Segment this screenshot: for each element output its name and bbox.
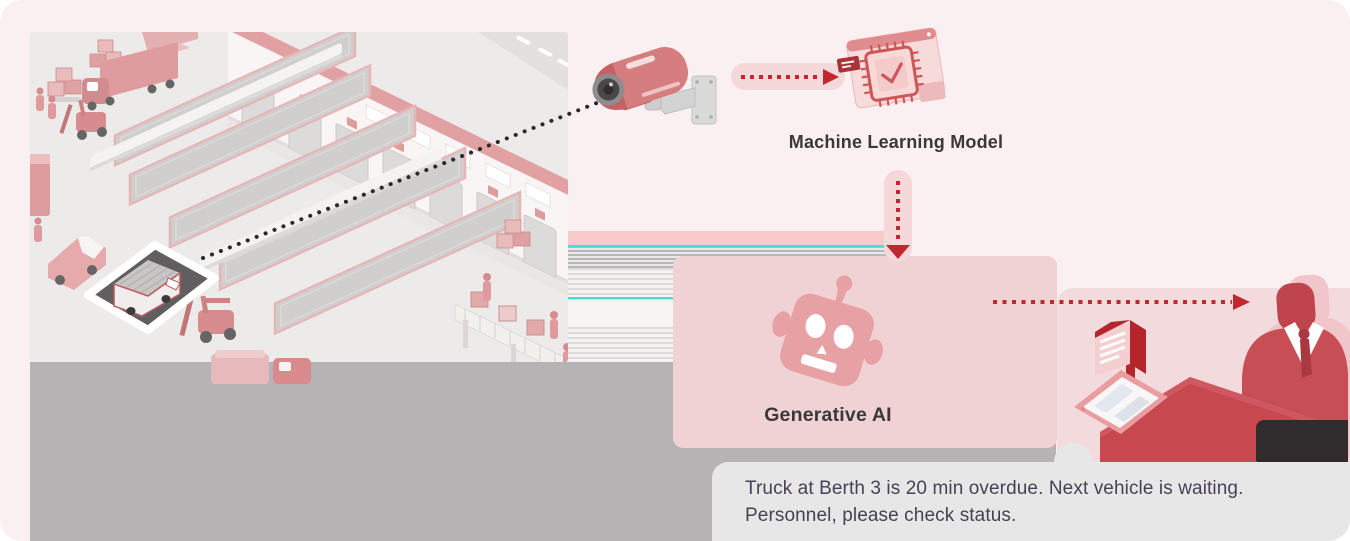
robot-eye-left bbox=[805, 314, 826, 339]
robot-ear-left bbox=[772, 311, 792, 337]
alert-message-line1: Truck at Berth 3 is 20 min overdue. Next… bbox=[745, 478, 1244, 499]
desk-dark-panel bbox=[1256, 420, 1348, 462]
robot-mouth bbox=[800, 354, 837, 373]
ml-to-genai-arrow bbox=[884, 170, 912, 262]
figure-head bbox=[1276, 282, 1316, 332]
forklift-icon-center bbox=[179, 295, 236, 343]
camera-to-ml-arrow bbox=[731, 63, 845, 90]
robot-ear-right bbox=[864, 339, 883, 365]
camera-bracket bbox=[644, 75, 717, 125]
tablet-icon bbox=[1074, 320, 1168, 434]
truck-icon-left bbox=[30, 154, 50, 216]
conveyor-workers bbox=[483, 273, 568, 362]
worker-icon bbox=[34, 87, 56, 242]
ml-subcard bbox=[918, 81, 946, 103]
security-camera-icon bbox=[592, 47, 717, 125]
alert-message-line2: Personnel, please check status. bbox=[745, 504, 1017, 526]
robot-nose bbox=[816, 344, 827, 355]
alert-message-box: Truck at Berth 3 is 20 min overdue. Next… bbox=[712, 462, 1350, 541]
robot-head bbox=[780, 293, 874, 387]
road bbox=[478, 32, 568, 90]
render-artifact-column-b bbox=[568, 327, 673, 362]
check-icon bbox=[881, 62, 903, 84]
truck-icon-top bbox=[82, 32, 198, 111]
render-artifact-cyan-line-2 bbox=[568, 297, 673, 299]
tablet-body bbox=[1074, 370, 1168, 434]
render-artifact-cyan-line bbox=[568, 245, 888, 247]
ml-model-icon bbox=[836, 27, 946, 109]
figure-tie bbox=[1298, 328, 1312, 378]
van-icon-left bbox=[48, 235, 106, 290]
truck-icon-bottom bbox=[211, 350, 311, 384]
warehouse-illustration bbox=[30, 32, 568, 362]
render-artifact-pink-band bbox=[568, 231, 888, 246]
camera-body bbox=[592, 47, 689, 111]
ml-model-label: Machine Learning Model bbox=[788, 132, 1004, 152]
robot-icon bbox=[772, 275, 883, 387]
alert-notification-icon bbox=[1095, 320, 1146, 376]
detected-van-icon bbox=[113, 260, 181, 317]
ml-chip bbox=[859, 40, 924, 107]
robot-eye-right bbox=[833, 324, 854, 349]
generative-ai-label: Generative AI bbox=[764, 404, 892, 426]
render-artifact-column-gap bbox=[568, 303, 673, 327]
forklift-icon-top bbox=[59, 99, 107, 140]
detected-vehicle-highlight-box bbox=[84, 241, 219, 334]
